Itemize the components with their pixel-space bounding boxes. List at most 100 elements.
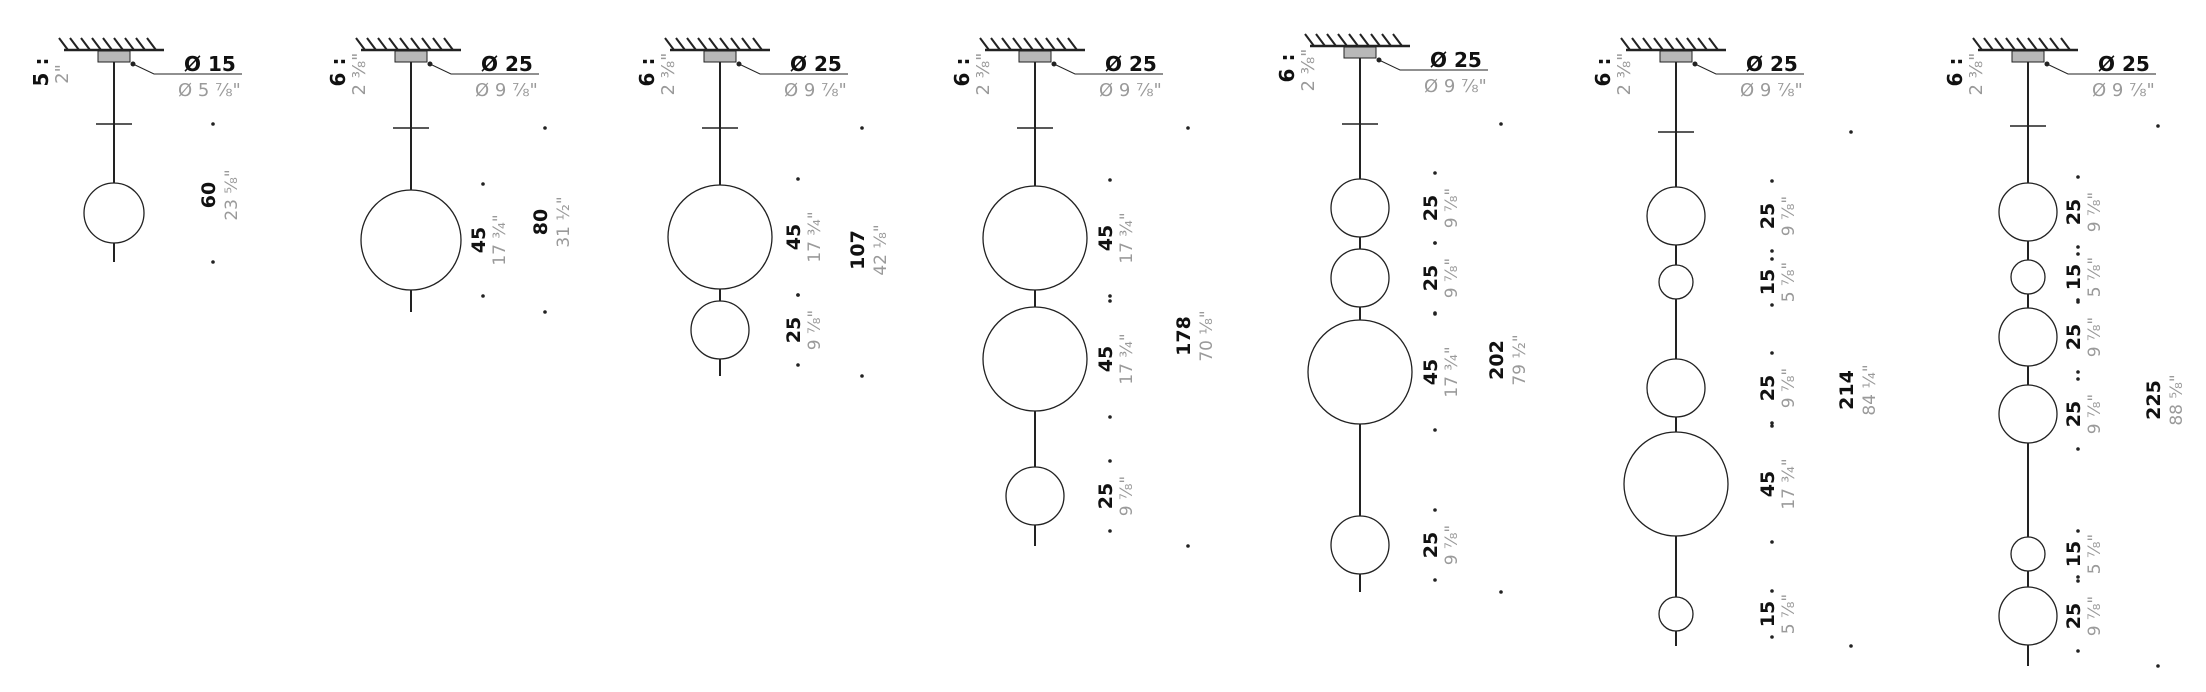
dimension-tick [1770, 540, 1774, 544]
ceiling-hatch [1304, 33, 1410, 48]
dimension-tick [1770, 179, 1774, 183]
sphere-size-imperial: 9 ⅞" [2085, 317, 2105, 358]
sphere-size-imperial: 9 ⅞" [2085, 192, 2105, 233]
total-height-metric: 107 [847, 230, 869, 270]
glass-sphere [690, 300, 750, 360]
total-height-tick-bottom [2156, 664, 2160, 668]
leader-line [429, 63, 539, 75]
sphere-size-metric: 45 [1095, 225, 1117, 251]
total-height-tick-bottom [543, 310, 547, 314]
dimension-tick [481, 294, 485, 298]
sphere-size-imperial: 5 ⅞" [1779, 594, 1799, 635]
mount-height-metric: 6 : [1943, 58, 1967, 87]
sphere-size-metric: 15 [2063, 541, 2085, 567]
dimension-tick [1108, 415, 1112, 419]
dimension-tick [2076, 370, 2080, 374]
dimension-tick [2076, 649, 2080, 653]
canopy-diameter-imperial: Ø 9 ⅞" [1740, 80, 1803, 101]
mount-height-metric: 6 : [326, 58, 350, 87]
sphere-size-imperial: 17 ¾" [805, 211, 825, 262]
dimension-tick [796, 177, 800, 181]
sphere-size-metric: 45 [468, 227, 490, 253]
dimension-tick [2076, 529, 2080, 533]
sphere-size-metric: 25 [2063, 199, 2085, 225]
glass-sphere [1005, 466, 1065, 526]
glass-sphere [982, 306, 1088, 412]
canopy-diameter-imperial: Ø 5 ⅞" [178, 80, 241, 101]
total-height-metric: 214 [1836, 370, 1858, 410]
dimension-tick [2076, 175, 2080, 179]
mount-height-imperial: 2 ⅜" [1614, 53, 1635, 96]
dimension-tick [1108, 459, 1112, 463]
canopy-diameter-metric: Ø 25 [481, 52, 533, 76]
total-height-tick-bottom [1186, 544, 1190, 548]
canopy-diameter-metric: Ø 25 [1746, 52, 1798, 76]
sphere-size-metric: 15 [2063, 264, 2085, 290]
total-height-tick-bottom [860, 374, 864, 378]
mount-height-metric: 6 : [950, 58, 974, 87]
dimension-tick [1770, 421, 1774, 425]
mount-height-imperial: 2 ⅜" [658, 53, 679, 96]
glass-sphere [1330, 248, 1390, 308]
dimension-tick [1433, 241, 1437, 245]
total-height-metric: 225 [2143, 380, 2165, 420]
total-height-imperial: 23 ⅝" [222, 169, 242, 220]
sphere-size-metric: 25 [1095, 483, 1117, 509]
glass-sphere [667, 184, 773, 290]
canopy [394, 50, 428, 63]
total-height-tick-top [1186, 126, 1190, 130]
dimension-tick [796, 363, 800, 367]
sphere-size-metric: 25 [1757, 203, 1779, 229]
sphere-size-imperial: 9 ⅞" [1442, 258, 1462, 299]
glass-sphere [1998, 307, 2058, 367]
sphere-size-metric: 25 [1420, 265, 1442, 291]
sphere-size-metric: 25 [2063, 324, 2085, 350]
total-height-tick-bottom [1499, 590, 1503, 594]
sphere-size-metric: 45 [1757, 471, 1779, 497]
sphere-size-imperial: 17 ¾" [1442, 346, 1462, 397]
sphere-size-imperial: 5 ⅞" [2085, 257, 2105, 298]
mount-height-metric: 6 : [1591, 58, 1615, 87]
total-height-imperial: 88 ⅝" [2167, 374, 2187, 425]
dimension-tick [1770, 351, 1774, 355]
sphere-size-imperial: 17 ¾" [1117, 212, 1137, 263]
dimension-tick [2076, 575, 2080, 579]
glass-sphere [1658, 264, 1694, 300]
dimension-tick [1770, 257, 1774, 261]
leader-line [738, 63, 848, 75]
glass-sphere [982, 185, 1088, 291]
glass-sphere [1330, 515, 1390, 575]
total-height-tick-top [1849, 130, 1853, 134]
mount-height-metric: 6 : [1275, 54, 1299, 83]
total-height-metric: 60 [198, 182, 220, 208]
total-height-metric: 202 [1486, 340, 1508, 380]
dimension-tick [1433, 578, 1437, 582]
total-height-tick-bottom [211, 260, 215, 264]
sphere-size-imperial: 17 ¾" [1117, 333, 1137, 384]
sphere-size-metric: 45 [1420, 359, 1442, 385]
glass-sphere [1623, 431, 1729, 537]
total-height-tick-top [211, 122, 215, 126]
dimension-tick [1108, 299, 1112, 303]
mount-height-imperial: 2 ⅜" [1298, 49, 1319, 92]
mount-height-metric: 5 : [29, 58, 53, 87]
dimension-tick [1770, 635, 1774, 639]
leader-line [2046, 63, 2156, 75]
dimension-tick [2076, 377, 2080, 381]
sphere-size-metric: 25 [2063, 401, 2085, 427]
dimension-tick [1770, 249, 1774, 253]
canopy-diameter-imperial: Ø 9 ⅞" [784, 80, 847, 101]
canopy-diameter-imperial: Ø 9 ⅞" [1424, 76, 1487, 97]
glass-sphere [1330, 178, 1390, 238]
canopy [1343, 46, 1377, 59]
glass-sphere [2010, 536, 2046, 572]
sphere-size-metric: 45 [1095, 346, 1117, 372]
canopy-diameter-metric: Ø 25 [1430, 48, 1482, 72]
dimension-tick [1108, 294, 1112, 298]
ceiling-hatch [1620, 37, 1726, 52]
dimension-tick [1433, 508, 1437, 512]
